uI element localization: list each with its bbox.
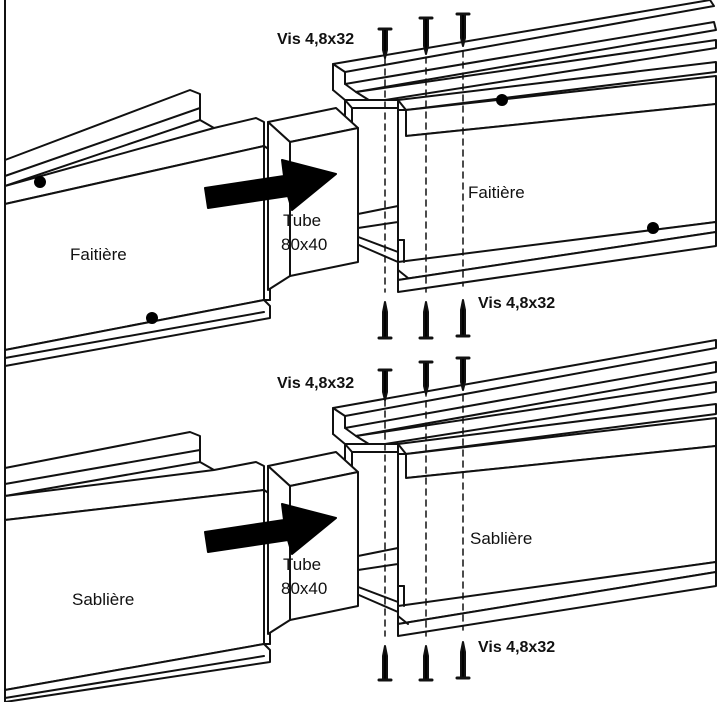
top-screw-label: Vis 4,8x32 (277, 375, 354, 392)
tube-80x40-upper (267, 107, 399, 291)
bottom-screws (377, 299, 471, 340)
screw-icon (418, 16, 434, 55)
tube-label-line1: Tube (283, 555, 321, 574)
screw-axis-lines (384, 39, 464, 293)
tube-label-line2: 80x40 (281, 579, 327, 598)
rivet-dot-icon (647, 222, 659, 234)
insertion-arrow-icon (204, 503, 337, 555)
screw-icon (455, 299, 471, 338)
bottom-screws (377, 641, 471, 682)
screw-icon (377, 645, 393, 682)
insertion-arrow-icon (204, 159, 337, 211)
top-screw-label: Vis 4,8x32 (277, 31, 354, 48)
top-screws (377, 12, 471, 59)
right-profile-body (344, 61, 717, 293)
screw-axis-lines (384, 383, 464, 637)
screw-icon (418, 301, 434, 340)
left-profile-label: Faitière (70, 245, 127, 264)
panel-sabliere: Sablière Sablière Tube 80x40 Vis 4,8x32 … (4, 339, 717, 703)
screw-icon (418, 645, 434, 682)
left-profile-faitiere (4, 89, 271, 367)
right-profile-top-rails (332, 0, 717, 103)
left-profile-label: Sablière (72, 590, 134, 609)
right-profile-top-rails (332, 339, 717, 447)
screw-icon (377, 301, 393, 340)
right-profile-label: Sablière (470, 529, 532, 548)
screw-icon (455, 356, 471, 391)
tube-label-line2: 80x40 (281, 235, 327, 254)
screw-icon (377, 27, 393, 59)
left-profile-sabliere (4, 431, 271, 703)
screw-icon (455, 12, 471, 47)
rivet-dot-icon (34, 176, 46, 188)
screw-icon (377, 368, 393, 401)
right-profile-body (344, 403, 717, 637)
right-profile-label: Faitière (468, 183, 525, 202)
rivet-dot-icon (496, 94, 508, 106)
screw-icon (418, 360, 434, 395)
tube-80x40-lower (267, 451, 399, 635)
screw-icon (455, 641, 471, 680)
bottom-screw-label: Vis 4,8x32 (478, 295, 555, 312)
panel-faitiere: Faitière Faitière Tube 80x40 Vis 4,8x32 … (4, 0, 717, 367)
tube-label-line1: Tube (283, 211, 321, 230)
top-screws (377, 356, 471, 401)
bottom-screw-label: Vis 4,8x32 (478, 639, 555, 656)
rivet-dot-icon (146, 312, 158, 324)
